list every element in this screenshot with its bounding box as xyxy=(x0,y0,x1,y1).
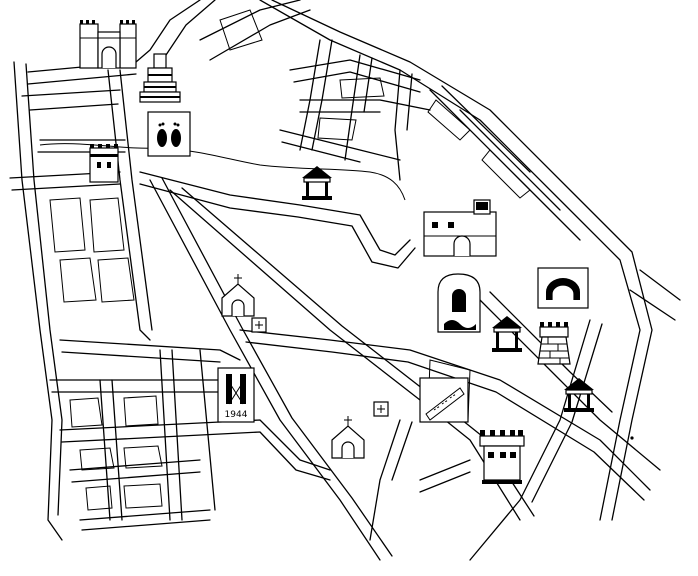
cave-shrine-icon[interactable] xyxy=(437,273,481,333)
cemetery-cross-icon[interactable] xyxy=(251,317,267,333)
road-network xyxy=(9,0,681,561)
cemetery-cross-icon[interactable] xyxy=(373,401,389,417)
pavilion-icon[interactable] xyxy=(492,316,522,352)
map-dot xyxy=(630,436,634,440)
brick-tower-icon[interactable] xyxy=(537,322,571,365)
grotto-arch-icon[interactable] xyxy=(537,267,589,309)
chapel-icon[interactable] xyxy=(331,416,365,459)
memorial-date-label: 1944 xyxy=(225,410,248,420)
watch-tower-icon[interactable] xyxy=(479,430,525,484)
memorial-plaque-icon[interactable]: 1944 xyxy=(217,367,255,423)
pavilion-icon[interactable] xyxy=(564,378,594,412)
small-castle-icon[interactable] xyxy=(89,144,119,183)
fort-building-icon[interactable] xyxy=(423,199,497,257)
chapel-icon[interactable] xyxy=(221,274,255,317)
stepped-tower-icon[interactable] xyxy=(139,53,181,103)
twin-tower-gate-icon[interactable] xyxy=(79,20,137,69)
footprints-icon[interactable] xyxy=(147,111,191,157)
pavilion-icon[interactable] xyxy=(302,166,332,200)
excavation-icon[interactable] xyxy=(419,377,469,423)
